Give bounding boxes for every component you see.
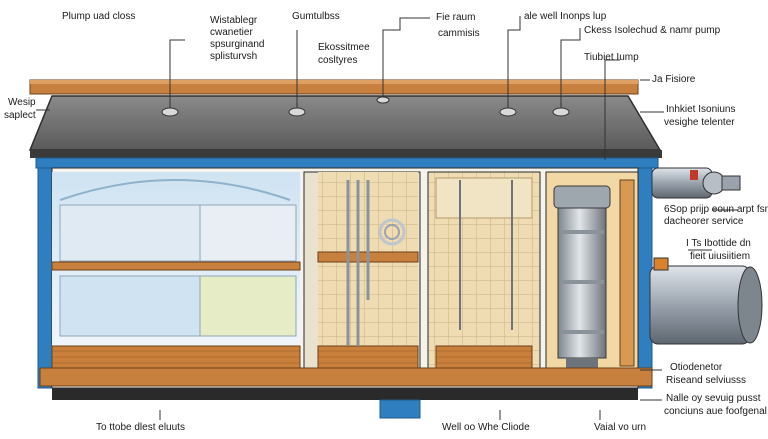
label-top-cosltyres: cosltyres xyxy=(318,55,358,66)
label-top-splisturvsh: splisturvsh xyxy=(210,51,258,62)
label-top-ekossitmee: Ekossitmee xyxy=(318,42,370,53)
label-top-pump: Plump uad closs xyxy=(62,11,136,22)
label-top-ale-well: ale well Inonps lup xyxy=(524,11,607,22)
label-top-fie-raum: Fie raum xyxy=(436,12,476,23)
label-top-vistablegr: Wistablegr xyxy=(210,15,258,26)
pipe-coil-icon xyxy=(378,218,406,246)
label-bottom-vaial: Vaial vo urn xyxy=(594,422,647,433)
label-right-otiodenetor: Otiodenetor xyxy=(670,362,723,373)
label-left-saplect: saplect xyxy=(4,110,36,121)
label-right-dacheorer: dacheorer service xyxy=(664,216,744,227)
label-right-riseand: Riseand selviusss xyxy=(666,375,747,386)
top-beam xyxy=(29,79,639,95)
label-right-nalle: Nalle oy sevuig pusst xyxy=(666,393,761,404)
label-right-conciuns: conciuns aue foofgenal xyxy=(664,406,767,417)
label-top-gumtulbss: Gumtulbss xyxy=(292,11,340,22)
label-right-ja-fisiore: Ja Fisiore xyxy=(652,74,696,85)
label-top-ckess: Ckess Isolechud & namr pump xyxy=(584,25,721,36)
label-bottom-totiobe: To ttobe dlest eluuts xyxy=(96,422,185,433)
pump-motor-icon xyxy=(651,167,741,199)
label-right-6sop: 6Sop prijp eoun arpt fsm xyxy=(664,204,768,215)
label-top-spsurginand: spsurginand xyxy=(210,39,265,50)
label-top-cammisis: cammisis xyxy=(438,28,480,39)
roof xyxy=(28,95,662,169)
label-right-i-ts: I Ts Ibottide dn xyxy=(686,238,751,249)
label-right-vesighe: vesighe telenter xyxy=(664,117,735,128)
tile-room xyxy=(427,171,541,369)
label-top-cwanetier: cwanetier xyxy=(210,27,253,38)
water-heater-tank-icon xyxy=(553,185,611,368)
label-right-inhkiet: Inhkiet Isoniuns xyxy=(666,104,736,115)
label-bottom-well: Well oo Whe Cliode xyxy=(442,422,530,433)
foundation xyxy=(39,367,653,419)
roof-vents xyxy=(161,96,570,117)
left-room xyxy=(51,172,301,369)
callout-lines xyxy=(36,16,738,420)
utility-room xyxy=(303,171,421,369)
label-right-fieit: fieit uiusiitiem xyxy=(690,251,751,262)
label-right-tiubiet: Tiubiet Iump xyxy=(584,52,639,63)
exterior-pipe xyxy=(649,257,763,345)
label-left-wesip: Wesip xyxy=(8,97,36,108)
